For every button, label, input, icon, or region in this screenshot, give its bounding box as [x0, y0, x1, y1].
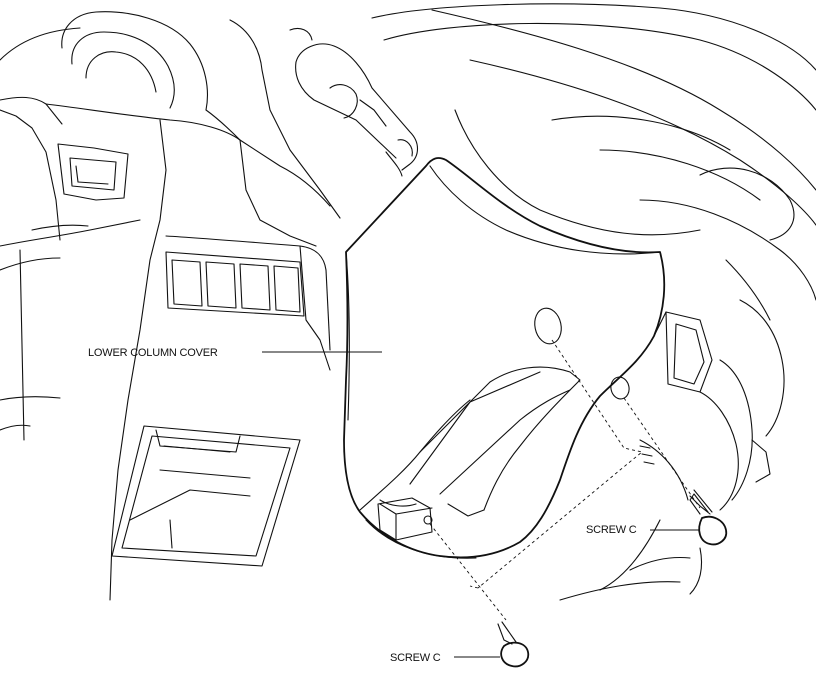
screw-icon-right — [689, 489, 728, 546]
screw-hole-upper — [534, 307, 562, 345]
lower-column-cover — [343, 157, 666, 559]
installation-guides — [429, 339, 701, 621]
label-lower-column-cover: LOWER COLUMN COVER — [88, 347, 218, 359]
callout-lower-column-cover: LOWER COLUMN COVER — [88, 347, 382, 359]
label-screw-c-bottom: SCREW C — [390, 652, 441, 664]
lower-storage-box — [111, 425, 301, 567]
label-screw-c-right: SCREW C — [586, 524, 637, 536]
combination-switch-lever — [295, 43, 419, 177]
screw-hole-right — [610, 376, 630, 400]
column-bracket — [559, 259, 785, 601]
instrument-panel — [0, 11, 341, 601]
steering-wheel — [371, 3, 816, 301]
switch-panel — [165, 235, 331, 371]
screw-hole-bottom — [423, 515, 433, 525]
callout-screw-c-right: SCREW C — [586, 524, 700, 536]
connector-block — [377, 497, 433, 541]
callout-screw-c-bottom: SCREW C — [390, 652, 500, 664]
screw-icon-bottom — [497, 621, 530, 668]
